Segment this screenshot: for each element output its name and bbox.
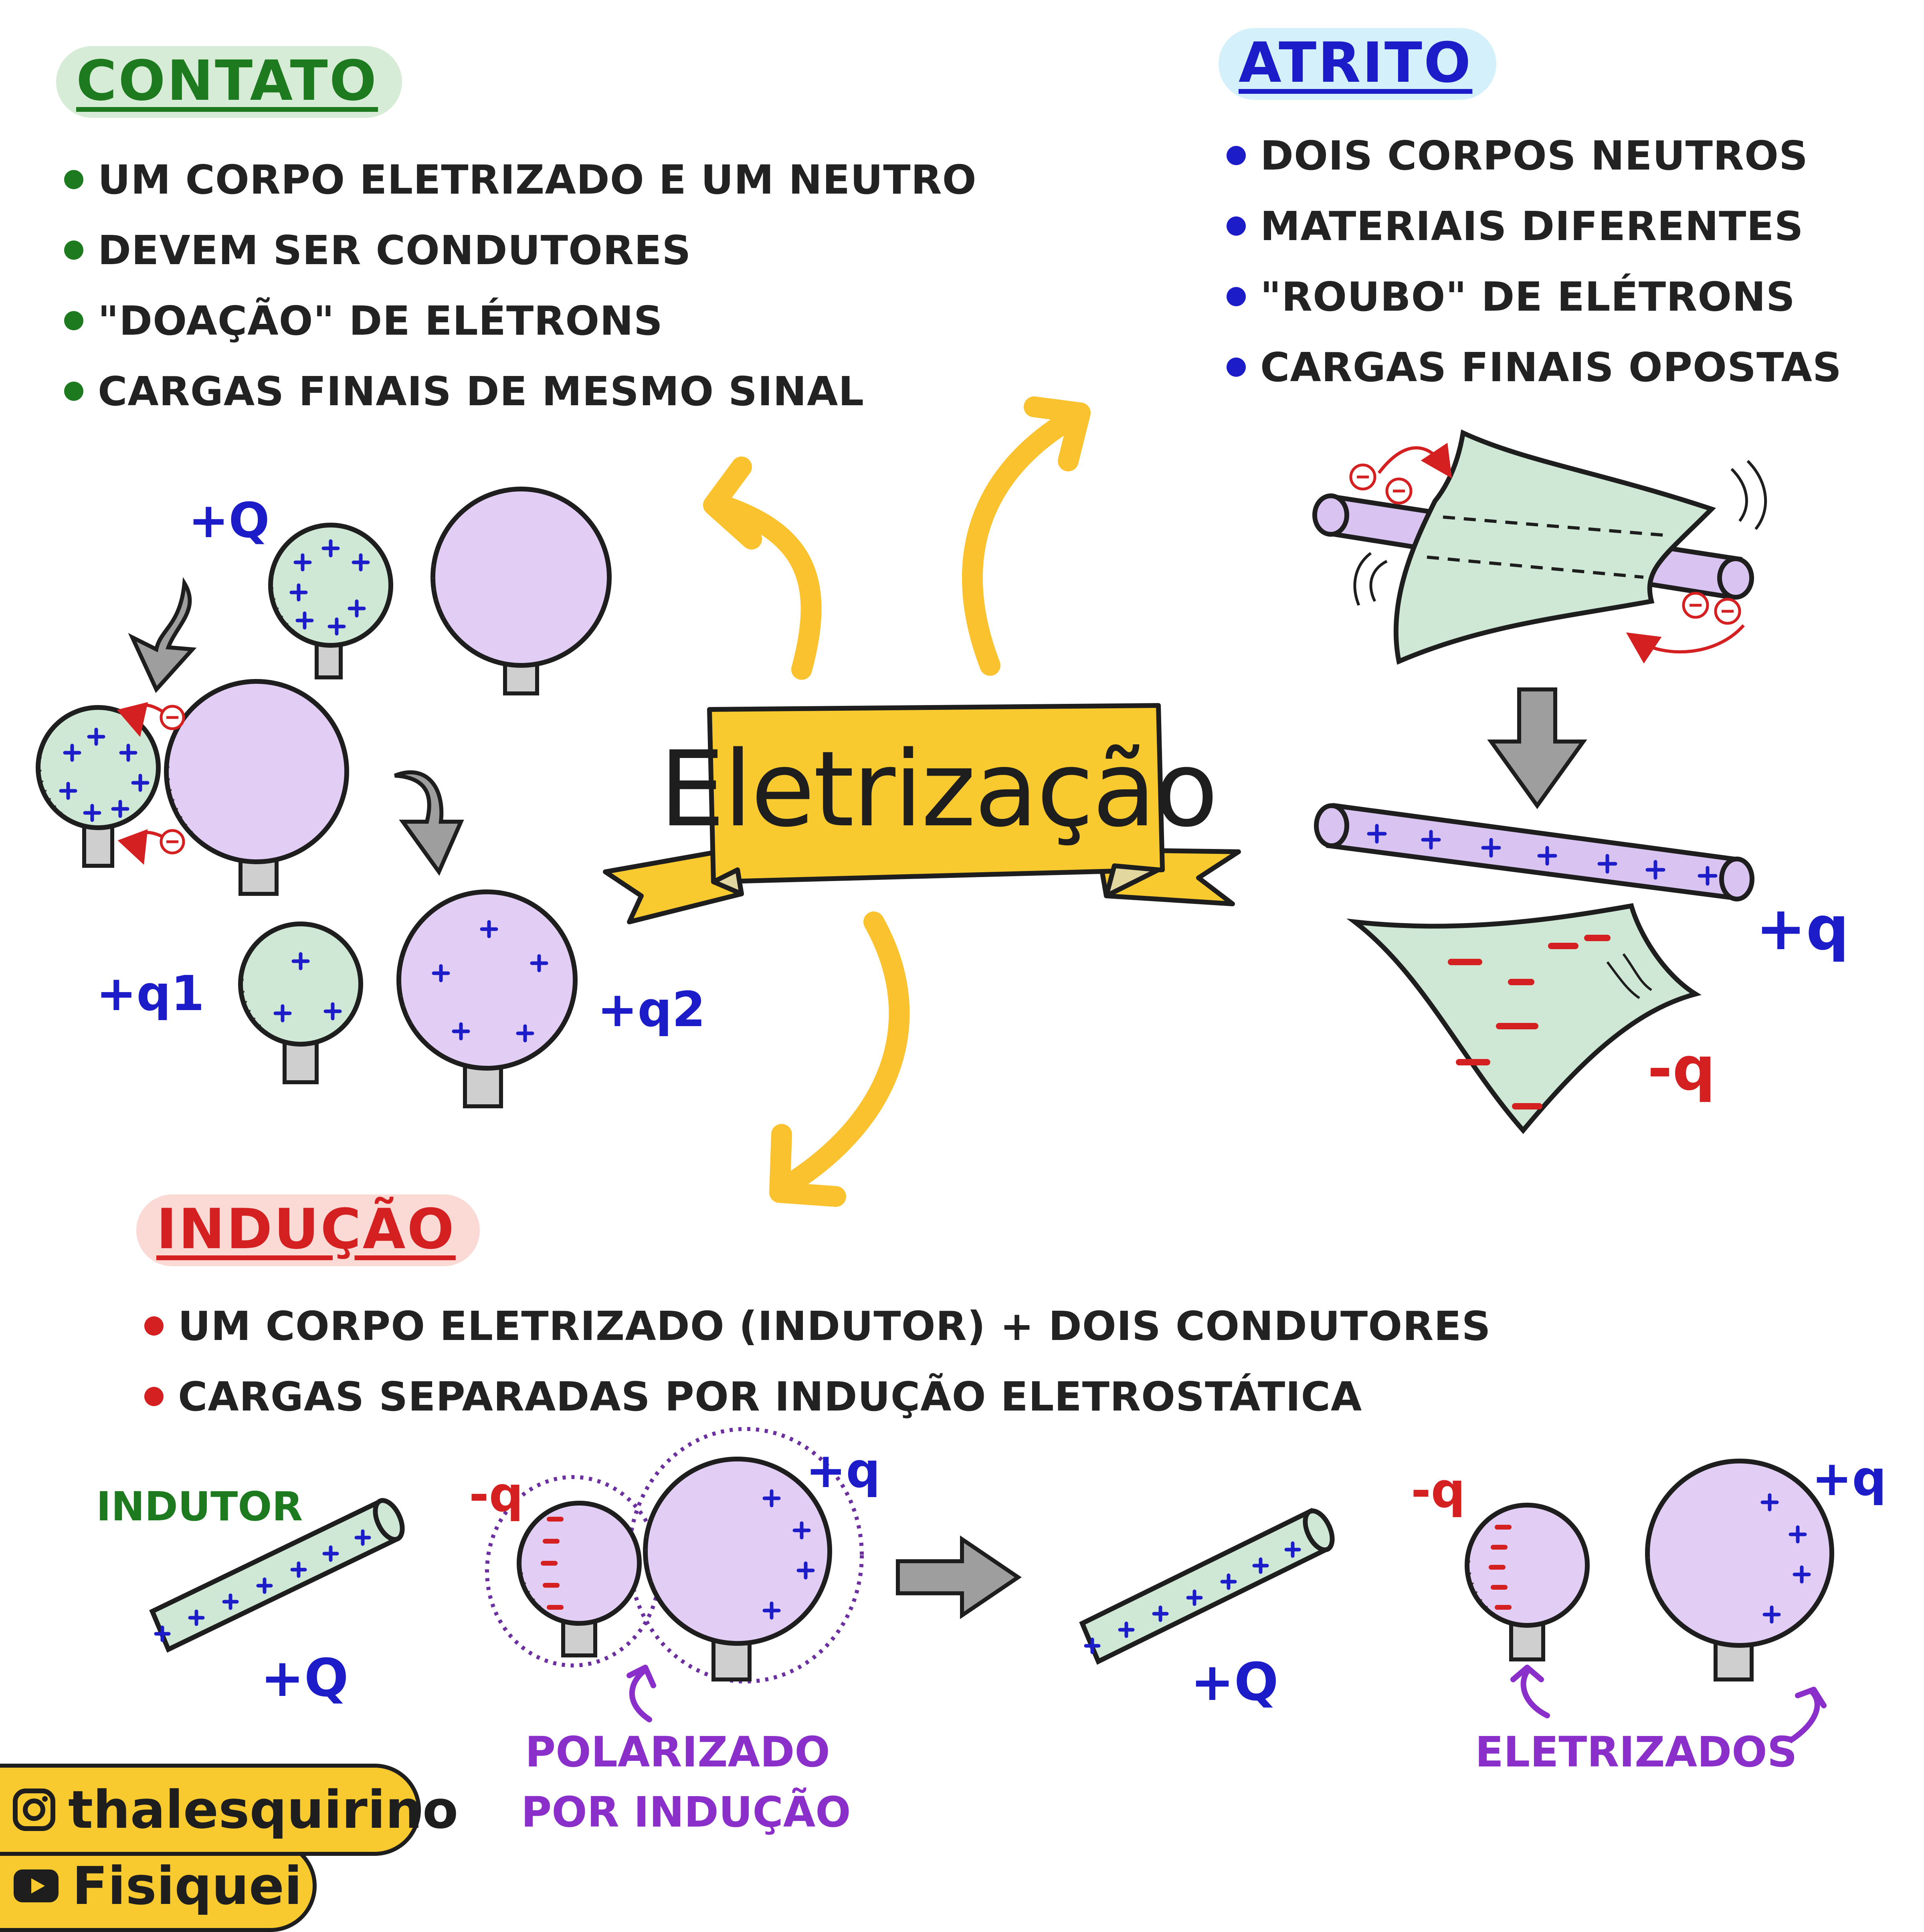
bullet-dot [64, 240, 83, 260]
bullet-dot [144, 1387, 164, 1406]
list-item: "ROUBO" DE ELÉTRONS [1227, 261, 1842, 332]
arrow-to-contato [711, 495, 822, 680]
small-polarized-sphere [517, 1501, 642, 1626]
cloth [1393, 429, 1716, 665]
label-polarizado: POLARIZADO [525, 1728, 830, 1776]
contato-drawing [36, 487, 612, 1108]
list-item: MATERIAIS DIFERENTES [1227, 191, 1842, 261]
inducao-drawing [149, 1427, 1834, 1742]
label-indutor: INDUTOR [96, 1483, 303, 1530]
list-item: CARGAS FINAIS DE MESMO SINAL [64, 356, 977, 426]
page-title: Eletrização [659, 729, 1219, 850]
label-plus-q: +Q [188, 493, 270, 549]
label-neg-q-2: -q [1411, 1463, 1465, 1519]
list-item: CARGAS FINAIS OPOSTAS [1227, 332, 1842, 402]
plus-charges [59, 539, 1811, 1654]
charged-sphere-contact [36, 705, 161, 830]
bullet-dot [1227, 358, 1246, 377]
sphere-q2 [396, 889, 578, 1071]
label-pos-q-2: +q [1812, 1451, 1887, 1507]
label-eletrizados: ELETRIZADOS [1475, 1728, 1797, 1776]
label-por-inducao: POR INDUÇÃO [521, 1788, 851, 1837]
list-item: "DOAÇÃO" DE ELÉTRONS [64, 285, 977, 356]
atrito-bullets: DOIS CORPOS NEUTROS MATERIAIS DIFERENTES… [1227, 120, 1842, 402]
title-banner [603, 703, 1241, 924]
grey-arrow [896, 1535, 1022, 1619]
label-rod-q-2: +Q [1190, 1651, 1279, 1712]
list-item: DOIS CORPOS NEUTROS [1227, 120, 1842, 191]
large-polarized-sphere [643, 1457, 832, 1646]
bullet-dot [64, 382, 83, 401]
instagram-icon [12, 1788, 56, 1832]
label-rod-charge: +q [1756, 894, 1849, 964]
positive-sphere [1645, 1459, 1834, 1648]
bullet-dot [144, 1316, 164, 1336]
inducao-bullets: UM CORPO ELETRIZADO (INDUTOR) + DOIS CON… [144, 1291, 1491, 1432]
list-item: DEVEM SER CONDUTORES [64, 215, 977, 285]
contato-bullets: UM CORPO ELETRIZADO E UM NEUTRO DEVEM SE… [64, 144, 977, 426]
list-item: UM CORPO ELETRIZADO (INDUTOR) + DOIS CON… [144, 1291, 1491, 1361]
bullet-dot [64, 311, 83, 330]
charged-cloth [1346, 903, 1702, 1134]
center-arrows [703, 396, 1091, 1207]
bullet-dot [1227, 287, 1246, 306]
bullet-dot [1227, 146, 1246, 165]
inducao-title: INDUÇÃO [136, 1194, 480, 1266]
neutral-sphere-contact [164, 679, 349, 864]
grey-arrow [394, 770, 464, 876]
arrow-to-inducao [775, 911, 910, 1197]
label-neg-q-1: -q [469, 1467, 523, 1523]
list-item: UM CORPO ELETRIZADO E UM NEUTRO [64, 144, 977, 215]
youtube-icon [12, 1868, 60, 1904]
label-q1: +q1 [96, 966, 204, 1022]
neutral-sphere [430, 487, 612, 668]
negative-sphere [1465, 1503, 1590, 1628]
label-pos-q-1: +q [806, 1443, 881, 1499]
label-q2: +q2 [597, 982, 705, 1038]
atrito-drawing [1312, 429, 1767, 1134]
label-rod-q-1: +Q [261, 1647, 349, 1708]
grey-arrow [1487, 687, 1587, 809]
list-item: CARGAS SEPARADAS POR INDUÇÃO ELETROSTÁTI… [144, 1361, 1491, 1432]
label-cloth-charge: -q [1647, 1034, 1716, 1104]
sphere-q1 [238, 922, 363, 1047]
contato-title: CONTATO [56, 46, 402, 118]
atrito-title: ATRITO [1219, 28, 1497, 100]
arrow-to-atrito [962, 406, 1085, 676]
bullet-dot [64, 170, 83, 189]
bullet-dot [1227, 216, 1246, 236]
grey-arrow [128, 577, 197, 693]
instagram-handle[interactable]: thalesquirino [0, 1764, 458, 1856]
